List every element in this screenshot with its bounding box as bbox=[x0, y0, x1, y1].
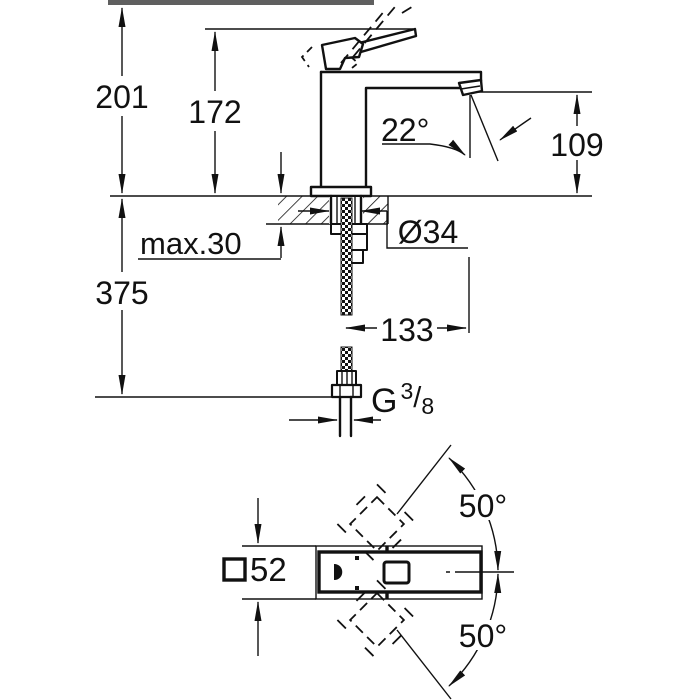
leader-line bbox=[386, 211, 468, 249]
dim-50-bottom-label: 50° bbox=[459, 618, 507, 654]
dim-375-label: 375 bbox=[95, 275, 148, 311]
dimension-109: 109 bbox=[478, 91, 605, 194]
detail-dot bbox=[355, 586, 359, 590]
dimension-201: 201 bbox=[93, 7, 151, 194]
dimension-375: 375 bbox=[93, 198, 151, 395]
top-reference-bar bbox=[108, 0, 374, 5]
supply-hose bbox=[330, 197, 363, 438]
handle-raised-dashed-bracket bbox=[300, 46, 313, 68]
deck-hatch-left bbox=[278, 196, 330, 224]
rotated-handle-corners bbox=[336, 483, 418, 565]
base-plate bbox=[309, 185, 373, 198]
stream-curved-arrow bbox=[499, 117, 532, 141]
label-mask bbox=[186, 91, 244, 131]
side-view: 201 172 375 109 max.30 bbox=[93, 0, 605, 438]
handle-raised-dashed-line bbox=[352, 1, 400, 58]
dim-109-label: 109 bbox=[550, 127, 603, 163]
dimension-max30: max.30 bbox=[138, 152, 285, 261]
dim-133-label: 133 bbox=[380, 312, 433, 348]
handle bbox=[300, 1, 418, 71]
square-symbol-icon bbox=[222, 557, 247, 582]
handle-raised-dashed-bracket bbox=[350, 56, 360, 69]
water-stream-line bbox=[470, 94, 499, 162]
dim-50-top-label: 50° bbox=[459, 488, 507, 524]
braided-hose-upper bbox=[340, 197, 353, 316]
label-mask bbox=[93, 272, 151, 310]
label-mask bbox=[453, 620, 513, 650]
dim-o34-label: Ø34 bbox=[398, 214, 458, 250]
angle-ray bbox=[396, 629, 452, 700]
spout-opening-square bbox=[382, 560, 411, 585]
rotated-handle-corners bbox=[336, 579, 418, 661]
dim-172-label: 172 bbox=[188, 94, 241, 130]
aerator-detail-line bbox=[460, 85, 481, 90]
hose-connection-nut bbox=[330, 383, 363, 399]
rotated-handle-square bbox=[348, 495, 406, 553]
handle-rotated-top-dashed bbox=[336, 483, 418, 565]
dim-201-label: 201 bbox=[95, 79, 148, 115]
rotated-handle-square bbox=[348, 591, 406, 649]
lever-position-mark bbox=[334, 564, 343, 580]
dimension-hole-diameter: Ø34 bbox=[298, 207, 468, 250]
deck-hatch-right bbox=[362, 196, 388, 224]
dimension-body-width: 52 bbox=[222, 498, 316, 656]
plan-body bbox=[315, 545, 514, 600]
dimension-172: 172 bbox=[186, 31, 244, 194]
label-mask bbox=[377, 314, 437, 344]
spout-underside bbox=[364, 86, 465, 189]
handle-raised-dashed-tick bbox=[401, 4, 416, 14]
dim-22-label: 22° bbox=[381, 112, 429, 148]
detail-dot bbox=[355, 556, 359, 560]
deck-section bbox=[266, 194, 389, 264]
dim-max30-label: max.30 bbox=[140, 226, 242, 261]
dimension-swing-bottom: 50° bbox=[396, 573, 513, 700]
leader-arrow bbox=[382, 139, 466, 156]
dim-52-label: 52 bbox=[250, 551, 287, 588]
dimension-stream-angle: 22° bbox=[381, 112, 466, 156]
handle-rotated-bottom-dashed bbox=[336, 579, 418, 661]
spout-top-edge bbox=[319, 70, 483, 83]
dimension-swing-top: 50° bbox=[396, 444, 513, 571]
label-mask bbox=[93, 76, 151, 116]
dimension-133: 133 bbox=[345, 257, 470, 348]
label-mask bbox=[453, 490, 513, 520]
faucet-outline bbox=[300, 1, 532, 198]
angle-ray bbox=[396, 444, 452, 515]
braided-hose-lower bbox=[340, 346, 353, 372]
plan-view: 50° 50° 52 bbox=[222, 444, 514, 700]
label-mask bbox=[551, 126, 605, 160]
stream-angle-construction bbox=[469, 94, 532, 162]
handle-raised-dashed-line bbox=[340, 8, 387, 64]
